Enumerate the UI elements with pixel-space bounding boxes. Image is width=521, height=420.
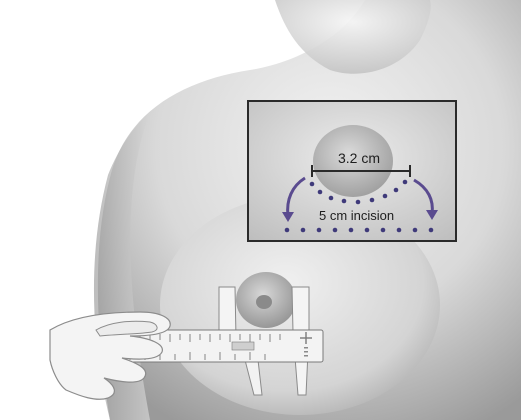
- incision-length-label: 5 cm incision: [319, 208, 394, 223]
- caliper-slider-window: [232, 342, 254, 350]
- nipple: [256, 295, 272, 309]
- areola-width-label: 3.2 cm: [338, 150, 380, 166]
- caliper-brand-mark: [304, 347, 308, 357]
